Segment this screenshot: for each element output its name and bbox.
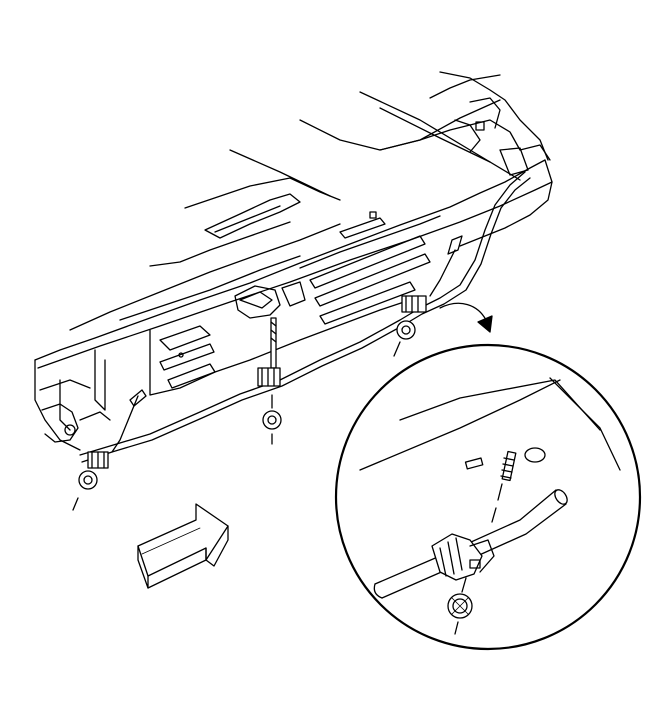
retainer-center — [257, 317, 282, 445]
view-direction-arrow — [137, 503, 229, 589]
vehicle-underbody — [34, 71, 553, 451]
retainer-left — [72, 389, 147, 511]
detail-inset-circle — [334, 343, 642, 651]
retainer-right — [393, 235, 463, 357]
callout-arrow — [439, 302, 493, 333]
